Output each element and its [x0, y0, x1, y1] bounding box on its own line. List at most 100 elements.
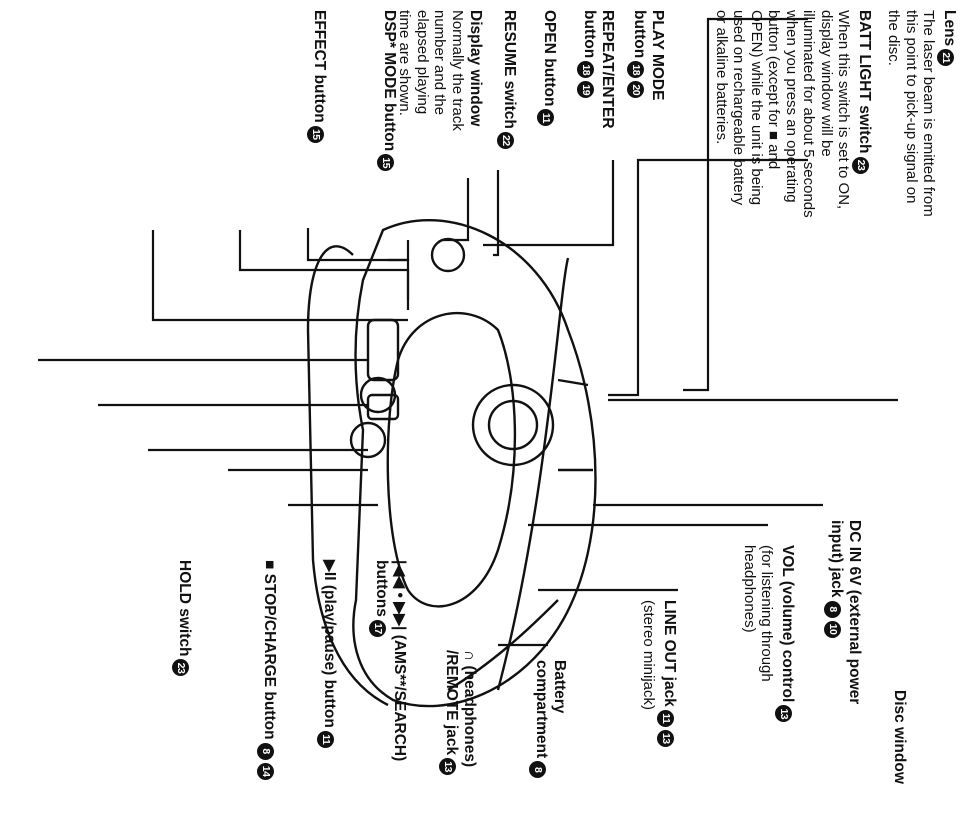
side-panel-outline — [496, 257, 570, 691]
lens-desc-3: the disc. — [885, 10, 903, 66]
callout-batt-light: BATT LIGHT switch 23 When this switch is … — [713, 10, 873, 218]
hold-badge-1: 23 — [172, 659, 190, 677]
vol-desc-2: headphones) — [741, 545, 758, 633]
leader-play-mode — [483, 160, 615, 247]
callout-line-out: LINE OUT jack 11 13 (stereo minijack) — [640, 600, 678, 747]
batt-light-title: BATT LIGHT switch — [856, 10, 873, 154]
batt-light-desc-7: used on rechargeable battery — [730, 10, 748, 206]
batt-light-desc-1: When this switch is set to ON, — [835, 10, 853, 210]
dc-in-badge-2: 10 — [824, 620, 842, 638]
callout-vol: VOL (volume) control 13 (for listening th… — [741, 545, 796, 723]
callout-battery: Battery compartment8 — [529, 660, 568, 779]
open-badge-1: 11 — [537, 109, 555, 127]
lens-badge-1: 21 — [937, 49, 955, 67]
headphones-title-1: ∩ (headphones) — [461, 650, 478, 768]
dc-in-title-1: DC IN 6V (external power — [846, 520, 863, 705]
battery-title-2: compartment — [533, 660, 550, 759]
batt-light-desc-3: illuminated for about 5 seconds — [800, 10, 818, 218]
stop-charge-badge-1: 8 — [257, 742, 275, 760]
dsp-mode-badge-1: 15 — [377, 154, 395, 172]
play-pause-badge-1: 11 — [317, 730, 335, 748]
lid-outline — [306, 245, 389, 707]
batt-light-desc-8: or alkaline batteries. — [713, 10, 730, 145]
line-out-badge-1: 11 — [657, 709, 675, 727]
callout-display-window: Display window Normally the track number… — [396, 10, 485, 131]
effect-badge-1: 15 — [307, 125, 325, 143]
leader-lines — [38, 17, 898, 647]
dc-in-badge-1: 8 — [824, 600, 842, 618]
resume-title: RESUME switch — [501, 10, 518, 129]
callout-effect: EFFECT button 15 — [307, 10, 328, 143]
batt-light-badge-1: 23 — [852, 156, 870, 174]
play-mode-badge-2: 20 — [627, 81, 645, 99]
ams-search-badge-1: 17 — [369, 619, 387, 637]
hold-title: HOLD switch — [176, 560, 193, 657]
callout-hold: HOLD switch 23 — [172, 560, 193, 677]
display-window-title: Display window — [467, 10, 484, 127]
play-pause-title: ▶II (play/pause) button — [321, 560, 338, 728]
display-window-desc-3: elapsed playing — [414, 10, 431, 115]
batt-light-desc-6: OPEN) while the unit is being — [748, 10, 765, 206]
edge-ridge — [447, 599, 559, 692]
play-mode-title-2: button — [631, 10, 648, 59]
line-out-badge-2: 13 — [657, 729, 675, 747]
callout-lens: Lens 21 The laser beam is emitted from th… — [885, 10, 959, 217]
disc-window-circle — [471, 383, 555, 467]
disc-area — [386, 311, 517, 608]
leader-effect — [151, 230, 408, 322]
line-out-desc-1: (stereo minijack) — [640, 600, 658, 711]
play-button-shape — [359, 376, 397, 414]
callout-play-pause: ▶II (play/pause) button 11 — [317, 560, 338, 748]
vol-badge-1: 13 — [775, 705, 793, 723]
leader-batt-light — [608, 158, 808, 397]
repeat-enter-badge-2: 19 — [577, 81, 595, 99]
effect-title: EFFECT button — [311, 10, 328, 123]
display-window-desc-1: Normally the track — [449, 10, 466, 131]
hold-switch-shape — [366, 393, 400, 421]
play-mode-badge-1: 18 — [627, 61, 645, 79]
stop-button-shape — [349, 421, 387, 459]
open-button-shape — [430, 237, 466, 273]
leader-resume — [388, 240, 410, 262]
lens-title: Lens — [941, 10, 958, 47]
callout-dc-in: DC IN 6V (external power input) jack810 — [824, 520, 863, 705]
disc-spindle — [487, 399, 539, 451]
lens-desc-2: this point to pick-up signal on — [903, 10, 920, 204]
callout-ams-search: |◀◀ • ▶▶| (AMS**/SEARCH) buttons17 — [369, 560, 408, 762]
callout-headphones: ∩ (headphones) /REMOTE jack13 — [439, 650, 478, 776]
line-out-title: LINE OUT jack — [661, 600, 678, 707]
lens-desc-1: The laser beam is emitted from — [920, 10, 938, 217]
leader-repeat-enter — [493, 170, 500, 257]
callout-open: OPEN button 11 — [537, 10, 558, 127]
display-window-shape — [366, 318, 400, 382]
leader-lens — [683, 17, 808, 392]
stop-charge-title: ■ STOP/CHARGE button — [261, 560, 278, 740]
callout-disc-window: Disc window — [890, 690, 908, 784]
open-title: OPEN button — [541, 10, 558, 107]
batt-light-desc-4: when you press an operating — [783, 10, 800, 203]
repeat-enter-title-2: button — [581, 10, 598, 59]
callout-play-mode: PLAY MODE button 18 20 — [627, 10, 666, 101]
headphones-badge-1: 13 — [439, 758, 457, 776]
callout-resume: RESUME switch 22 — [497, 10, 518, 149]
battery-badge-1: 8 — [529, 761, 547, 779]
repeat-enter-badge-1: 18 — [577, 61, 595, 79]
play-mode-title-1: PLAY MODE — [649, 10, 666, 101]
batt-light-desc-5: button (except for ■ and — [765, 10, 783, 170]
callout-dsp-mode: DSP* MODE button 15 — [377, 10, 398, 172]
ams-search-title-1: |◀◀ • ▶▶| (AMS**/SEARCH) — [391, 560, 408, 762]
vol-desc-1: (for listening through — [758, 545, 776, 682]
lens-bracket — [557, 378, 593, 472]
repeat-enter-title-1: REPEAT/ENTER — [599, 10, 616, 129]
vol-title: VOL (volume) control — [779, 545, 796, 703]
disc-window-title: Disc window — [891, 690, 908, 784]
batt-light-desc-2: display window will be — [818, 10, 835, 157]
dsp-mode-title: DSP* MODE button — [381, 10, 398, 152]
leader-display-window — [306, 228, 410, 300]
resume-badge-1: 22 — [497, 131, 515, 149]
display-window-desc-4: time are shown. — [396, 10, 414, 116]
callout-repeat-enter: REPEAT/ENTER button 18 19 — [577, 10, 616, 129]
